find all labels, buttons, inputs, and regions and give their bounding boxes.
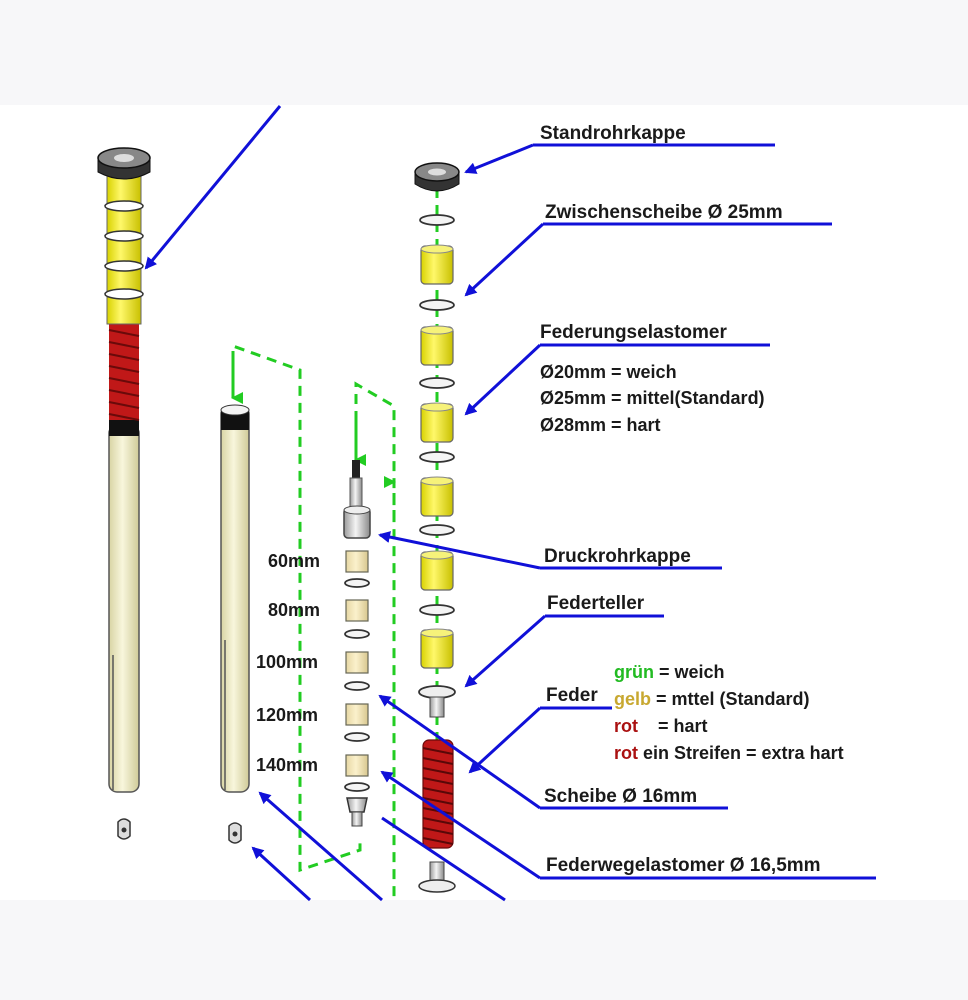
spring-option-rot-streifen: rot ein Streifen = extra hart [614,743,844,763]
assembled-fork-leg [97,147,151,840]
label-scheibe: Scheibe Ø 16mm [544,786,697,807]
size-label: 80mm [268,600,320,620]
label-standrohrkappe: Standrohrkappe [540,123,686,144]
spring-color-word: gelb [614,689,651,709]
spring-color-word: grün [614,662,654,682]
label-druckrohrkappe: Druckrohrkappe [544,546,691,567]
size-label: 60mm [268,551,320,571]
elastomer-option-hart: Ø28mm = hart [540,415,661,435]
spring-option-gelb: gelb = mttel (Standard) [614,689,810,709]
label-underlines [533,143,876,880]
spring-option-rot: rot = hart [614,716,708,736]
label-zwischenscheibe: Zwischenscheibe Ø 25mm [545,202,783,223]
size-label: 140mm [256,755,318,775]
spring-color-word: rot [614,716,638,736]
spring-option-gruen: grün = weich [614,662,725,682]
spring-option-text: = mttel (Standard) [651,689,810,709]
spring-color-word: rot [614,743,638,763]
inner-tube [220,404,250,844]
elastomer-size-labels: 60mm 80mm 100mm 120mm 140mm [256,551,320,775]
spring-option-text: = hart [638,716,708,736]
callout-arrows [144,105,546,902]
label-feder: Feder [546,685,598,706]
part-labels: Standrohrkappe Zwischenscheibe Ø 25mm Fe… [540,123,821,876]
elastomer-option-mittel: Ø25mm = mittel(Standard) [540,388,765,408]
spring-option-text: ein Streifen = extra hart [638,743,844,763]
exploded-spring-stack [414,162,460,893]
label-federwegelastomer: Federwegelastomer Ø 16,5mm [546,855,821,876]
spring-hardness-legend: grün = weich gelb = mttel (Standard) rot… [614,662,844,763]
damper-stack [343,460,371,827]
spring-option-text: = weich [654,662,725,682]
label-federungselastomer: Federungselastomer [540,322,727,343]
size-label: 100mm [256,652,318,672]
elastomer-option-weich: Ø20mm = weich [540,362,677,382]
label-federteller: Federteller [547,593,645,614]
size-label: 120mm [256,705,318,725]
